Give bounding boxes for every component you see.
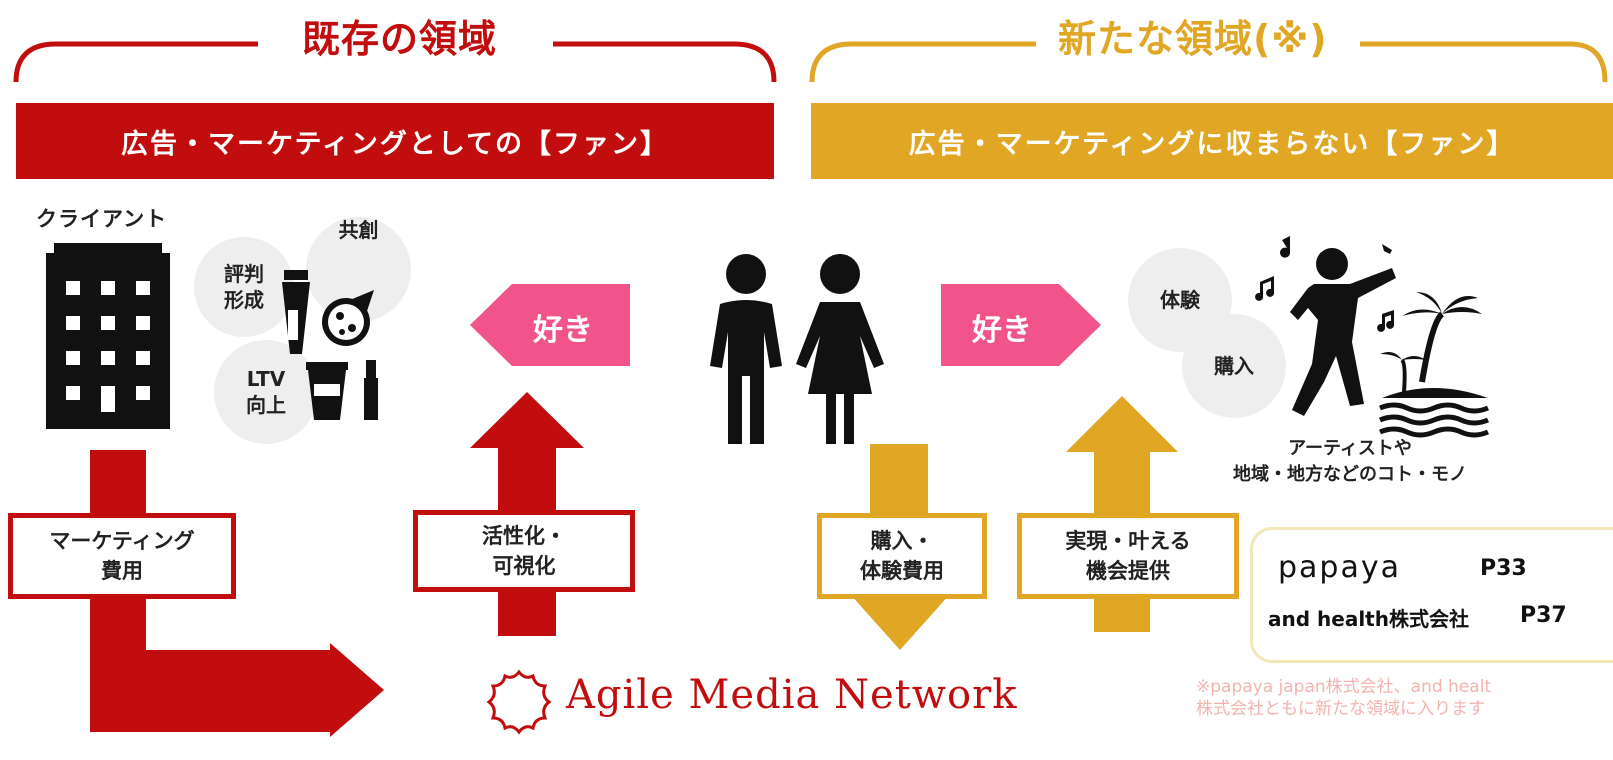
products-icon xyxy=(280,270,390,434)
opportunity-label: 実現・叶える 機会提供 xyxy=(1017,513,1239,599)
like-arrow-left xyxy=(470,284,632,370)
singer-icon xyxy=(1252,232,1502,442)
fans-icon xyxy=(700,252,890,452)
partners-card xyxy=(1250,527,1613,663)
amn-logo-icon xyxy=(482,666,556,744)
marketing-cost-arrow xyxy=(0,440,390,760)
papaya-logo: papaya xyxy=(1278,550,1401,585)
andhealth-page: P37 xyxy=(1520,603,1567,628)
right-banner: 広告・マーケティングに収まらない【ファン】 xyxy=(811,103,1613,179)
like-label-right: 好き xyxy=(972,313,1032,348)
activation-label: 活性化・ 可視化 xyxy=(413,510,635,592)
left-banner: 広告・マーケティングとしての【ファン】 xyxy=(16,103,774,179)
ltv-circle: LTV 向上 xyxy=(214,340,318,444)
purchase-label: 購入・ 体験費用 xyxy=(817,513,987,599)
right-section-title: 新たな領域(※) xyxy=(1058,17,1328,61)
brand-name: Agile Media Network xyxy=(566,672,1018,718)
papaya-page: P33 xyxy=(1480,556,1527,581)
left-section-title: 既存の領域 xyxy=(302,17,498,61)
like-arrow-right xyxy=(941,284,1103,370)
artist-caption: アーティストや 地域・地方などのコト・モノ xyxy=(1233,438,1467,486)
purchase-circle: 購入 xyxy=(1182,314,1286,418)
andhealth-name: and health株式会社 xyxy=(1268,607,1469,631)
experience-circle: 体験 xyxy=(1128,248,1232,352)
like-label-left: 好き xyxy=(533,313,593,348)
building-icon xyxy=(46,243,170,433)
left-bracket xyxy=(0,0,790,90)
client-label: クライアント xyxy=(36,207,168,231)
marketing-cost-label: マーケティング 費用 xyxy=(8,513,236,599)
footnote: ※papaya japan株式会社、and healt 株式会社ともに新たな領域… xyxy=(1196,677,1492,720)
right-bracket xyxy=(800,0,1613,90)
reputation-circle: 評判 形成 xyxy=(194,237,294,337)
